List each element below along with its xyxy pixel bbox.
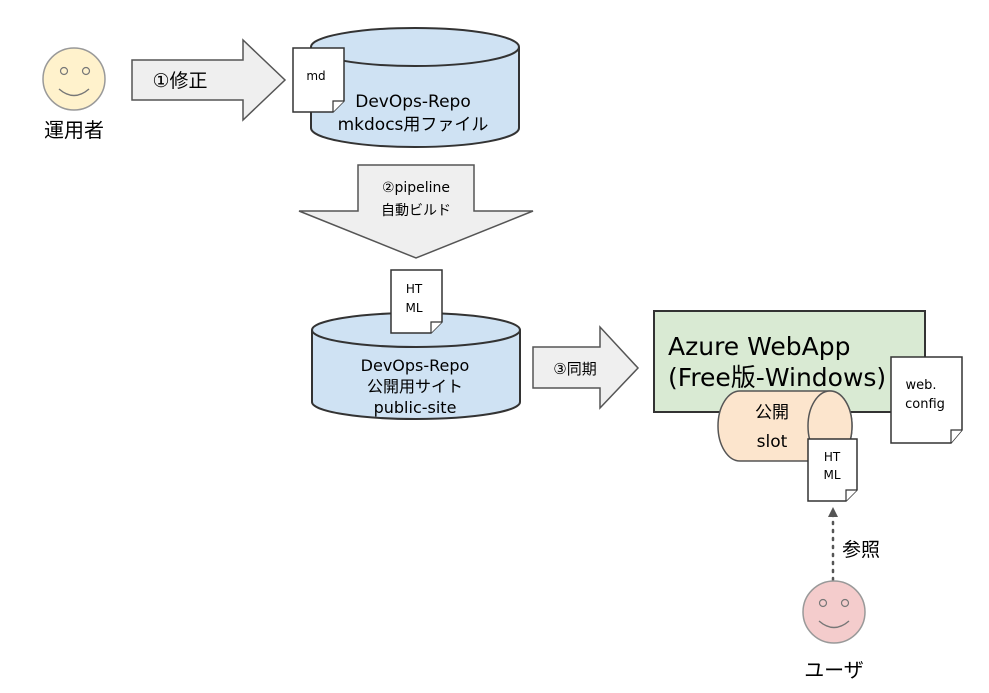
slot-label-1: 公開 <box>755 403 789 423</box>
web-config-label-2: config <box>905 397 945 412</box>
public-repo-description: 公開用サイト <box>367 377 463 396</box>
reference-label: 参照 <box>842 539 880 561</box>
webapp-subtitle: (Free版-Windows) <box>668 363 886 392</box>
source-repo-name: DevOps-Repo <box>355 92 470 112</box>
slot-label-2: slot <box>757 432 788 452</box>
md-document-label: md <box>306 69 325 83</box>
build-step-label-2: 自動ビルド <box>381 203 451 219</box>
md-document-icon <box>292 47 345 113</box>
user-smiley-icon <box>802 580 866 644</box>
operator-label: 運用者 <box>44 118 104 142</box>
source-repo-database-icon <box>310 27 520 148</box>
webapp-title: Azure WebApp <box>668 332 850 361</box>
operator-smiley-icon <box>42 47 106 111</box>
web-config-document-icon <box>890 356 963 444</box>
sync-step-label: ③同期 <box>553 360 596 378</box>
edit-arrow-icon <box>131 38 287 122</box>
build-step-label-1: ②pipeline <box>382 180 450 196</box>
html-document-icon <box>390 269 443 334</box>
user-label: ユーザ <box>804 658 864 682</box>
slot-html-label-2: ML <box>823 468 840 482</box>
edit-step-label: ①修正 <box>152 70 207 92</box>
source-repo-description: mkdocs用ファイル <box>338 115 489 135</box>
sync-arrow-icon <box>532 325 640 410</box>
public-repo-branch: public-site <box>374 398 457 417</box>
slot-html-document-icon <box>807 438 858 502</box>
public-repo-name: DevOps-Repo <box>361 356 470 375</box>
html-document-label-1: HT <box>406 282 423 296</box>
html-document-label-2: ML <box>405 301 422 315</box>
web-config-label-1: web. <box>905 378 936 393</box>
slot-html-label-1: HT <box>824 450 841 464</box>
build-arrow-icon <box>298 164 534 259</box>
